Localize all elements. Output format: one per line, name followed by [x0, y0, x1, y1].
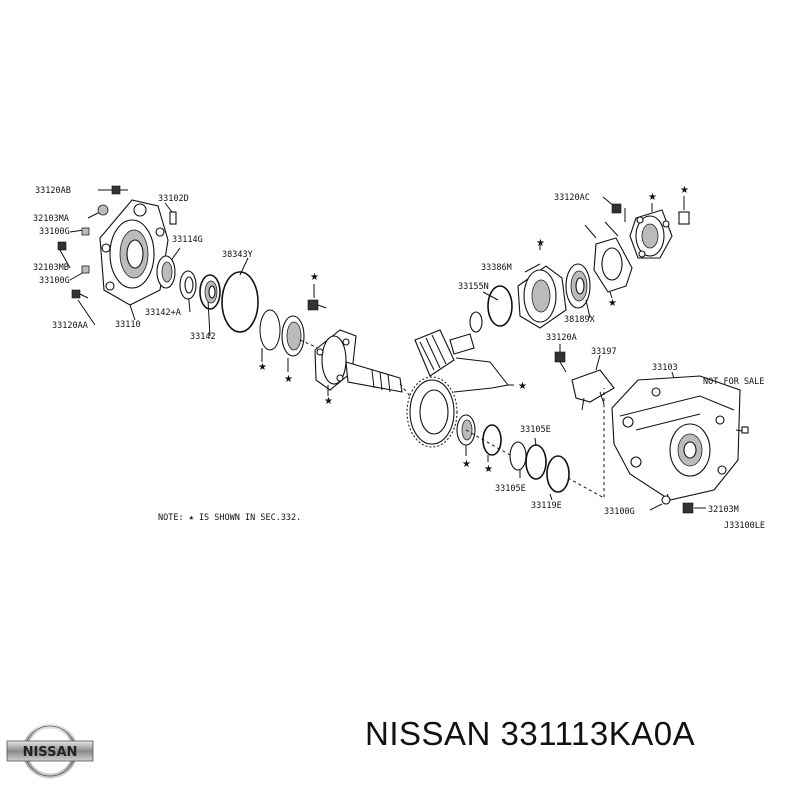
o-ring-38343Y [221, 271, 259, 333]
svg-text:★: ★ [608, 298, 617, 309]
label-32103M: 32103M [708, 505, 739, 515]
svg-text:★: ★ [310, 272, 319, 283]
label-33114G: 33114G [172, 235, 203, 245]
diagram-note: NOTE: ★ IS SHOWN IN SEC.332. [158, 513, 301, 523]
label-33155N: 33155N [458, 282, 489, 292]
rear-cover-assembly: ★ ★ [57, 185, 305, 385]
label-33105E-b: 33105E [495, 484, 526, 494]
label-38343Y: 38343Y [222, 250, 253, 260]
carrier-housing-33103 [554, 344, 749, 514]
svg-text:★: ★ [484, 464, 493, 475]
label-38189X: 38189X [564, 315, 596, 325]
label-33100G-b: 33100G [39, 276, 70, 286]
bolt-33120AB [111, 185, 128, 195]
label-33105E: 33105E [520, 425, 551, 435]
label-33120A: 33120A [546, 333, 577, 343]
label-not-for-sale: NOT FOR SALE [703, 377, 764, 387]
part-number-labels: 33120AB 33102D 32103MA 33100G 32103MB 33… [33, 186, 765, 531]
oil-seal-33114G [156, 255, 176, 289]
svg-text:★: ★ [536, 238, 545, 249]
label-33120AB: 33120AB [35, 186, 71, 196]
label-33110: 33110 [115, 320, 141, 330]
svg-text:★: ★ [284, 374, 293, 385]
svg-text:★: ★ [462, 459, 471, 470]
label-33142: 33142 [190, 332, 216, 342]
bearing-33142 [199, 274, 221, 310]
o-ring-33155N [487, 285, 513, 327]
label-32103MA: 32103MA [33, 214, 69, 224]
label-33100G-c: 33100G [604, 507, 635, 517]
rear-cover-33110 [99, 199, 169, 306]
side-retainer [517, 265, 567, 329]
nissan-logo: NISSAN [5, 722, 95, 780]
label-33119E: 33119E [531, 501, 562, 511]
label-33142A: 33142+A [145, 308, 181, 318]
svg-text:★: ★ [518, 381, 527, 392]
label-33197: 33197 [591, 347, 617, 357]
drawing-code: J33100LE [724, 521, 765, 531]
label-33120AA: 33120AA [52, 321, 88, 331]
bearing-33386M [565, 263, 591, 309]
label-33120AC: 33120AC [554, 193, 590, 203]
svg-text:★: ★ [680, 185, 689, 196]
svg-text:★: ★ [648, 192, 657, 203]
label-33100G: 33100G [39, 227, 70, 237]
logo-wordmark: NISSAN [23, 745, 78, 760]
ring-gear-pinion: ★ ★ ★ [406, 329, 527, 475]
side-gear-stack [509, 437, 570, 501]
svg-text:★: ★ [258, 362, 267, 373]
label-32103MB: 32103MB [33, 263, 69, 273]
side-flange-assembly: ★ ★ ★ ★ [469, 185, 690, 333]
part-number-caption: NISSAN 331113KA0A [365, 715, 696, 752]
label-33102D: 33102D [158, 194, 189, 204]
bearing-33142A [179, 270, 197, 300]
label-33386M: 33386M [481, 263, 512, 273]
bearing-outer [281, 315, 305, 357]
companion-flange-shaft: ★ ★ [307, 272, 403, 407]
bolt-33120AA [71, 289, 89, 299]
svg-text:★: ★ [324, 396, 333, 407]
pin-33102D [169, 211, 177, 225]
label-33103: 33103 [652, 363, 678, 373]
